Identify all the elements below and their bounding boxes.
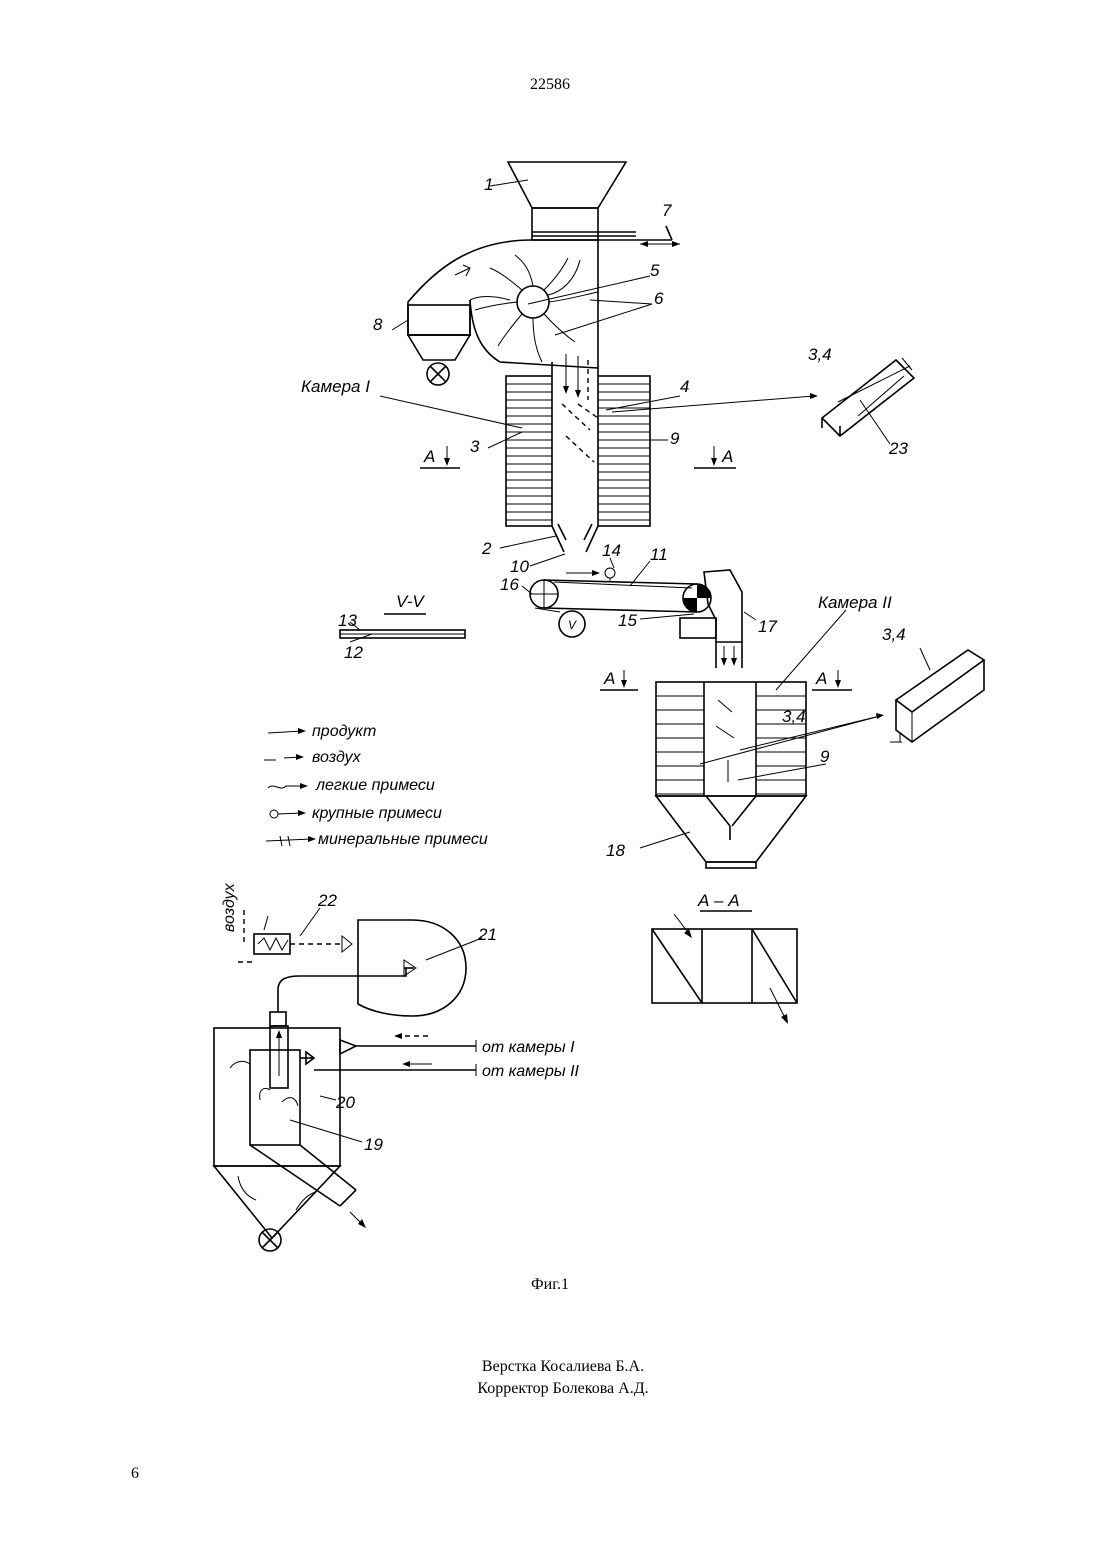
chamber-1-label: Камера I	[301, 377, 370, 396]
conveyor-v-mark: V	[568, 618, 577, 632]
figure-caption: Фиг.1	[0, 1276, 1100, 1294]
callout-3-4-top: 3,4	[808, 345, 832, 364]
callout-20: 20	[335, 1093, 355, 1112]
section-v-v	[340, 614, 465, 638]
section-a-left-2: A	[603, 669, 615, 688]
legend-coarse-impurities: крупные примеси	[312, 805, 442, 822]
callout-17: 17	[758, 617, 777, 636]
chamber-2-label: Камера II	[818, 593, 892, 612]
callout-13: 13	[338, 611, 357, 630]
callout-3: 3	[470, 437, 480, 456]
rotor-valve-8	[427, 363, 449, 385]
fan-rotor-5	[475, 255, 598, 362]
section-a-a-label: А – А	[697, 891, 740, 910]
callout-4: 4	[680, 377, 689, 396]
profile-detail-2	[890, 650, 984, 742]
chamber-1	[506, 354, 650, 552]
callout-3-4-mid: 3,4	[782, 707, 806, 726]
callout-15: 15	[618, 611, 637, 630]
callout-3-4-right: 3,4	[882, 625, 906, 644]
legend-air: воздух	[312, 749, 362, 766]
callout-18: 18	[606, 841, 625, 860]
callout-12: 12	[344, 643, 363, 662]
section-a-right-1: A	[721, 447, 733, 466]
callout-19: 19	[364, 1135, 383, 1154]
section-a-left-1: A	[423, 447, 435, 466]
callout-8: 8	[373, 315, 383, 334]
fan-21	[290, 920, 466, 1016]
callout-14: 14	[602, 541, 621, 560]
hopper	[508, 162, 636, 240]
section-v-v-label: V-V	[396, 592, 425, 611]
legend-product: продукт	[312, 723, 376, 740]
callout-9-mid: 9	[820, 747, 830, 766]
page-number: 6	[131, 1465, 139, 1483]
legend-mineral-impurities: минеральные примеси	[318, 831, 488, 848]
filter-22	[238, 910, 290, 962]
callout-2: 2	[481, 539, 492, 558]
callout-11: 11	[650, 545, 668, 564]
credits: Верстка Косалиева Б.А. Корректор Болеков…	[0, 1356, 1100, 1400]
fan-housing	[408, 240, 598, 376]
incoming-ducts	[314, 1033, 476, 1076]
callout-6: 6	[654, 289, 664, 308]
corrector-credit: Корректор Болекова А.Д.	[0, 1378, 1100, 1400]
leader-lines	[290, 180, 930, 1142]
layout-credit: Верстка Косалиева Б.А.	[0, 1356, 1100, 1378]
legend-light-impurities: легкие примеси	[315, 777, 435, 794]
air-outlet-label: воздух	[221, 882, 238, 932]
callout-1: 1	[484, 175, 493, 194]
callout-22: 22	[317, 891, 337, 910]
section-a-right-2: A	[815, 669, 827, 688]
callout-16: 16	[500, 575, 519, 594]
callout-5: 5	[650, 261, 660, 280]
callout-7: 7	[662, 201, 672, 220]
section-a-a	[652, 911, 797, 1024]
from-chamber-2-label: от камеры II	[482, 1063, 580, 1080]
profile-detail-1	[822, 360, 914, 436]
callout-21: 21	[477, 925, 497, 944]
section-arrows	[420, 446, 852, 690]
callout-10: 10	[510, 557, 529, 576]
cyclone-19-20	[214, 968, 406, 1251]
callout-9-top: 9	[670, 429, 680, 448]
legend-symbols	[264, 728, 316, 846]
from-chamber-1-label: от камеры I	[482, 1039, 575, 1056]
callout-23: 23	[888, 439, 908, 458]
elevator-17	[680, 570, 742, 668]
